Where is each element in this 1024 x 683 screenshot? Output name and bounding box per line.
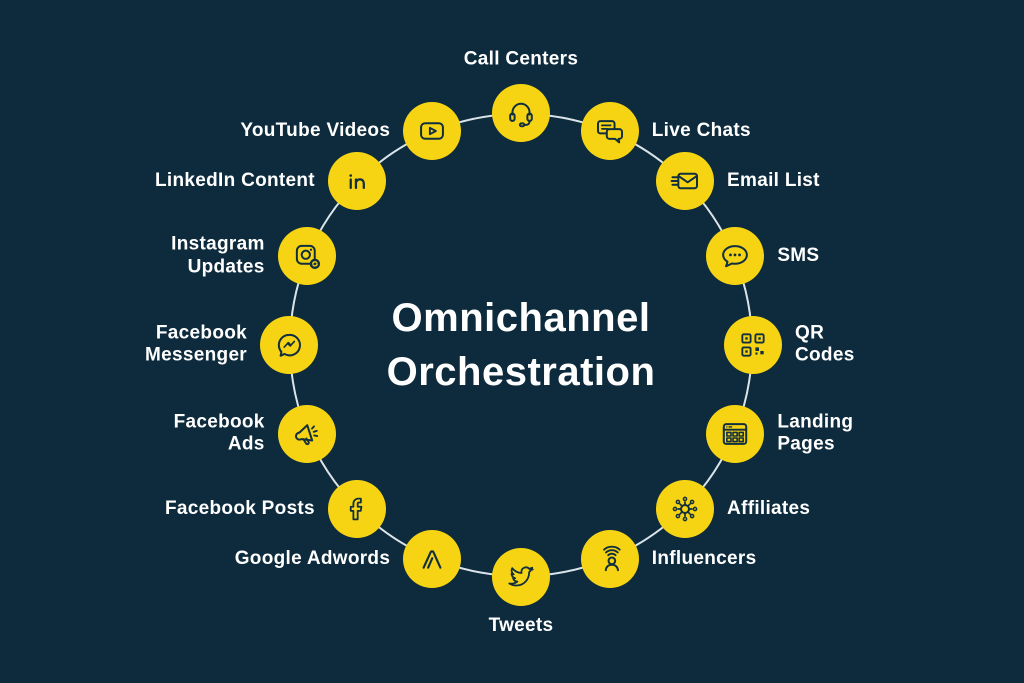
envelope-send-icon: [670, 172, 699, 190]
adwords-a-icon: [422, 550, 442, 570]
node-call-centers: [492, 84, 550, 142]
headset-icon: [509, 102, 533, 128]
title-line-2: Orchestration: [386, 350, 656, 394]
instagram-updates-label: Instagram Updates: [171, 233, 265, 278]
diagram-title: Omnichannel Orchestration: [387, 291, 656, 399]
affiliates-label: Affiliates: [727, 497, 811, 519]
linkedin-in-icon: [349, 174, 365, 190]
node-facebook-posts: [327, 480, 386, 539]
node-facebook-ads: [277, 404, 336, 463]
facebook-ads-label: Facebook Ads: [173, 411, 265, 455]
call-centers-label: Call Centers: [463, 48, 579, 70]
facebook-f-icon: [349, 497, 363, 521]
title-line-1: Omnichannel: [391, 296, 651, 340]
node-facebook-messenger: [260, 316, 318, 374]
youtube-play-icon: [420, 121, 445, 140]
node-instagram-updates: [277, 227, 336, 286]
browser-grid-icon: [723, 422, 748, 445]
landing-pages-label: Landing Pages: [777, 411, 854, 455]
node-linkedin-content: [327, 151, 386, 210]
sms-label: SMS: [777, 245, 820, 266]
google-adwords-label: Google Adwords: [234, 548, 391, 570]
linkedin-content-label: LinkedIn Content: [154, 169, 315, 191]
email-list-label: Email List: [727, 169, 820, 191]
facebook-posts-label: Facebook Posts: [165, 497, 315, 519]
node-google-adwords: [403, 530, 462, 589]
node-live-chats: [580, 101, 639, 160]
messenger-bolt-icon: [277, 333, 301, 357]
node-email-list: [656, 151, 715, 210]
qr-code-icon: [741, 333, 765, 357]
node-affiliates: [656, 480, 715, 539]
megaphone-icon: [294, 424, 318, 445]
twitter-bird-icon: [508, 566, 534, 587]
qr-codes-label: QR Codes: [795, 322, 855, 366]
network-hub-icon: [672, 496, 698, 522]
node-qr-codes: [724, 316, 782, 374]
youtube-videos-label: YouTube Videos: [240, 119, 391, 141]
node-landing-pages: [706, 404, 765, 463]
node-tweets: [492, 548, 550, 606]
node-youtube-videos: [403, 101, 462, 160]
live-chats-label: Live Chats: [651, 119, 751, 141]
influencer-broadcast-icon: [602, 546, 621, 572]
tweets-label: Tweets: [488, 615, 554, 636]
node-sms: [706, 227, 765, 286]
node-influencers: [580, 530, 639, 589]
sms-bubble-icon: [722, 245, 749, 268]
instagram-camera-icon: [295, 245, 320, 270]
facebook-messenger-label: Facebook Messenger: [145, 322, 247, 366]
chat-bubbles-icon: [596, 119, 623, 143]
influencers-label: Influencers: [651, 548, 757, 570]
